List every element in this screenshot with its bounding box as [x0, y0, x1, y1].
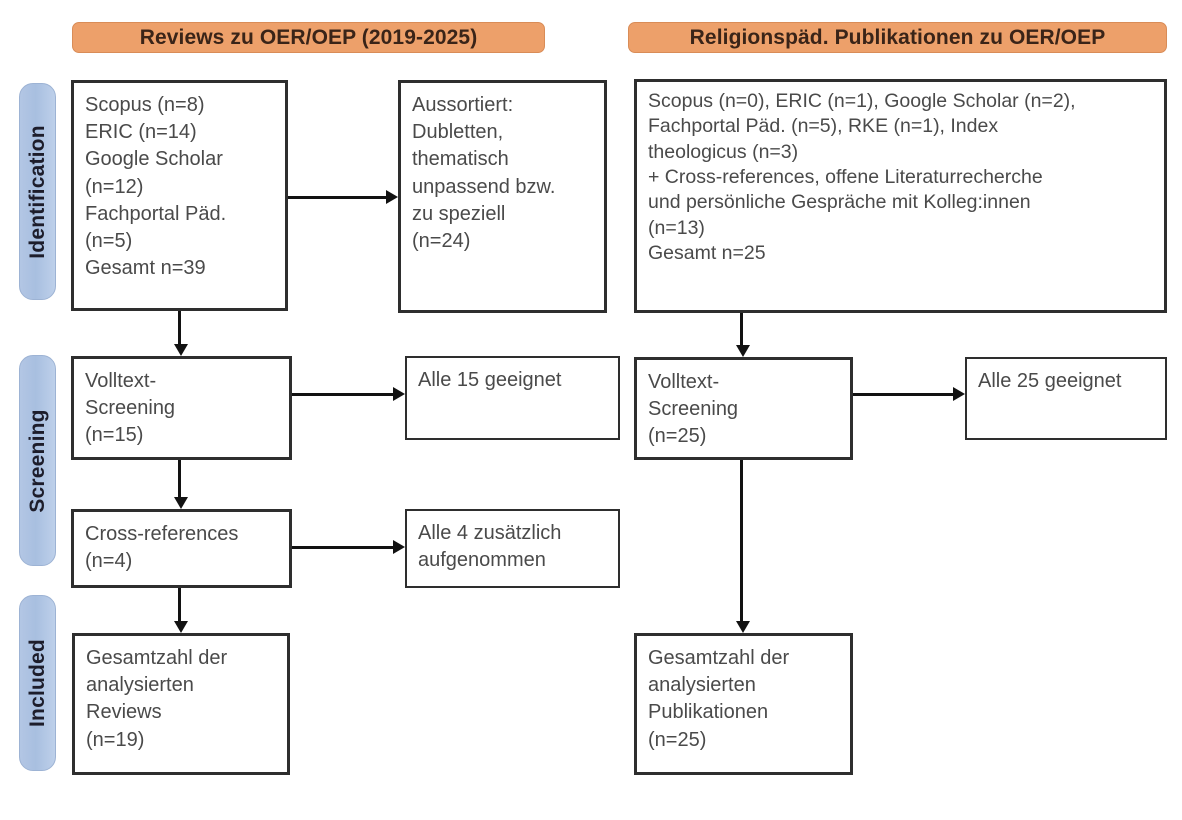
- connector-left-crossrefs-to-included: [178, 588, 181, 621]
- box-left-identification-sources: Scopus (n=8) ERIC (n=14) Google Scholar …: [71, 80, 288, 311]
- box-left-fulltext-screening: Volltext- Screening (n=15): [71, 356, 292, 460]
- arrowhead-right-fulltext-to-included: [736, 621, 750, 633]
- connector-left-ident-to-fulltext: [178, 311, 181, 344]
- stage-pill-included: Included: [19, 595, 56, 771]
- stage-pill-identification: Identification: [19, 83, 56, 300]
- box-left-excluded: Aussortiert: Dubletten, thematisch unpas…: [398, 80, 607, 313]
- box-left-cross-references: Cross-references (n=4): [71, 509, 292, 588]
- connector-right-fulltext-to-result: [853, 393, 953, 396]
- stage-label-identification: Identification: [25, 124, 49, 259]
- box-left-included: Gesamtzahl der analysierten Reviews (n=1…: [72, 633, 290, 775]
- box-right-fulltext-screening: Volltext- Screening (n=25): [634, 357, 853, 460]
- stage-pill-screening: Screening: [19, 355, 56, 566]
- column-header-publications: Religionspäd. Publikationen zu OER/OEP: [628, 22, 1167, 53]
- connector-left-crossrefs-to-result: [292, 546, 393, 549]
- arrowhead-right-ident-to-fulltext: [736, 345, 750, 357]
- box-left-fulltext-result: Alle 15 geeignet: [405, 356, 620, 440]
- arrowhead-left-fulltext-to-result: [393, 387, 405, 401]
- stage-label-screening: Screening: [25, 408, 49, 513]
- connector-right-fulltext-to-included: [740, 460, 743, 621]
- box-right-identification-sources: Scopus (n=0), ERIC (n=1), Google Scholar…: [634, 79, 1167, 313]
- box-right-included: Gesamtzahl der analysierten Publikatione…: [634, 633, 853, 775]
- arrowhead-right-fulltext-to-result: [953, 387, 965, 401]
- connector-left-ident-to-excluded: [288, 196, 386, 199]
- arrowhead-left-crossrefs-to-included: [174, 621, 188, 633]
- box-left-cross-references-result: Alle 4 zusätzlich aufgenommen: [405, 509, 620, 588]
- connector-right-ident-to-fulltext: [740, 313, 743, 345]
- arrowhead-left-fulltext-to-crossrefs: [174, 497, 188, 509]
- arrowhead-left-ident-to-fulltext: [174, 344, 188, 356]
- connector-left-fulltext-to-result: [292, 393, 393, 396]
- box-right-fulltext-result: Alle 25 geeignet: [965, 357, 1167, 440]
- arrowhead-left-ident-to-excluded: [386, 190, 398, 204]
- connector-left-fulltext-to-crossrefs: [178, 460, 181, 497]
- arrowhead-left-crossrefs-to-result: [393, 540, 405, 554]
- stage-label-included: Included: [25, 639, 49, 727]
- column-header-reviews: Reviews zu OER/OEP (2019-2025): [72, 22, 545, 53]
